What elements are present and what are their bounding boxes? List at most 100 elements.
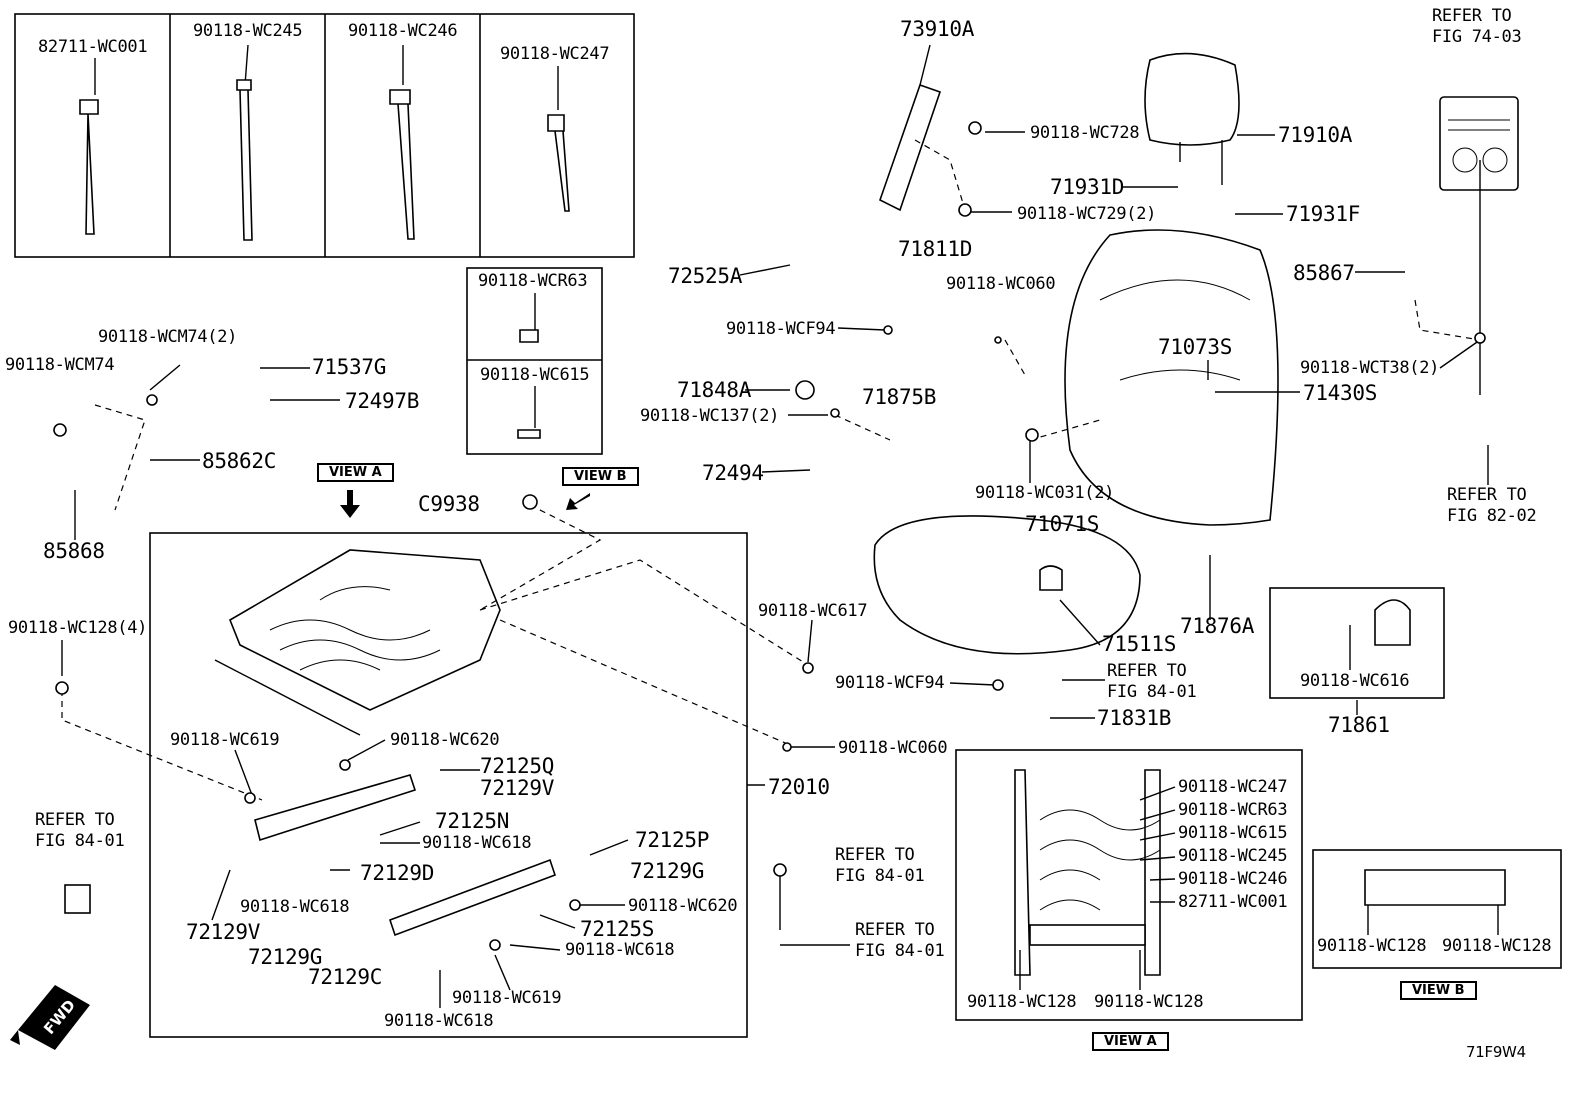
label-90118-wc618-a: 90118-WC618 bbox=[422, 833, 532, 853]
view-a-box bbox=[955, 749, 1303, 1021]
label-71875b: 71875B bbox=[862, 385, 937, 409]
refer-to-fig-84-01-b-line2[interactable]: FIG 84-01 bbox=[35, 831, 125, 851]
label-72125s: 72125S bbox=[580, 917, 655, 941]
label-85862c: 85862C bbox=[202, 449, 277, 473]
clip-inset-small bbox=[466, 267, 603, 455]
label-90118-wcf94-top: 90118-WCF94 bbox=[726, 319, 836, 339]
refer-to-fig-84-01-d-line2[interactable]: FIG 84-01 bbox=[855, 941, 945, 961]
label-90118-wcm74-2: 90118-WCM74(2) bbox=[98, 327, 238, 347]
label-90118-wc137: 90118-WC137(2) bbox=[640, 406, 780, 426]
label-71430s: 71430S bbox=[1303, 381, 1378, 405]
view-b-box bbox=[1312, 849, 1562, 969]
refer-to-fig-84-01-a-line2[interactable]: FIG 84-01 bbox=[1107, 682, 1197, 702]
label-90118-wc618-c: 90118-WC618 bbox=[565, 940, 675, 960]
view-a-arrow bbox=[340, 490, 360, 518]
inset-part-90118-wc615: 90118-WC615 bbox=[480, 365, 590, 385]
view-b-label-90118-wc128-left: 90118-WC128 bbox=[1317, 936, 1427, 956]
label-90118-wcm74: 90118-WCM74 bbox=[5, 355, 115, 375]
warning-label-drawing bbox=[1439, 96, 1519, 191]
label-71931f: 71931F bbox=[1286, 202, 1361, 226]
label-85867: 85867 bbox=[1293, 261, 1355, 285]
view-a-label-90118-wcr63: 90118-WCR63 bbox=[1178, 800, 1288, 820]
refer-to-fig-74-03-line2[interactable]: FIG 74-03 bbox=[1432, 27, 1522, 47]
label-71861: 71861 bbox=[1328, 713, 1390, 737]
label-72129v-a: 72129V bbox=[480, 776, 555, 800]
label-73910a: 73910A bbox=[900, 17, 975, 41]
view-b-label-90118-wc128-right: 90118-WC128 bbox=[1442, 936, 1552, 956]
label-71071s: 71071S bbox=[1025, 512, 1100, 536]
label-72525a: 72525A bbox=[668, 264, 743, 288]
label-90118-wc728: 90118-WC728 bbox=[1030, 123, 1140, 143]
label-72129d: 72129D bbox=[360, 861, 435, 885]
label-72497b: 72497B bbox=[345, 389, 420, 413]
view-b-tag-top: VIEW B bbox=[562, 467, 639, 486]
label-72125p: 72125P bbox=[635, 828, 710, 852]
inset-part-90118-wc246: 90118-WC246 bbox=[348, 21, 458, 41]
label-72494: 72494 bbox=[702, 461, 764, 485]
label-90118-wc031: 90118-WC031(2) bbox=[975, 483, 1115, 503]
label-90118-wc617: 90118-WC617 bbox=[758, 601, 868, 621]
fwd-arrow-shape bbox=[10, 985, 90, 1050]
seat-cushion-drawing bbox=[873, 52, 1279, 655]
label-71537g: 71537G bbox=[312, 355, 387, 379]
label-72129g-b: 72129G bbox=[248, 945, 323, 969]
label-90118-wc620-a: 90118-WC620 bbox=[390, 730, 500, 750]
view-a-label-90118-wc245: 90118-WC245 bbox=[1178, 846, 1288, 866]
view-a-tag-top: VIEW A bbox=[317, 463, 394, 482]
refer-to-fig-84-01-b-line1[interactable]: REFER TO bbox=[35, 810, 115, 830]
label-72129c: 72129C bbox=[308, 965, 383, 989]
label-72125n: 72125N bbox=[435, 809, 510, 833]
guide-lines bbox=[61, 139, 1481, 801]
label-90118-wc618-d: 90118-WC618 bbox=[384, 1011, 494, 1031]
view-a-label-90118-wc615: 90118-WC615 bbox=[1178, 823, 1288, 843]
label-71876a: 71876A bbox=[1180, 614, 1255, 638]
refer-to-fig-84-01-d-line1[interactable]: REFER TO bbox=[855, 920, 935, 940]
label-71073s: 71073S bbox=[1158, 335, 1233, 359]
seat-frame-drawing bbox=[214, 549, 557, 937]
label-71831b: 71831B bbox=[1097, 706, 1172, 730]
clip-inset-box bbox=[14, 13, 635, 258]
refer-to-fig-84-01-a-line1[interactable]: REFER TO bbox=[1107, 661, 1187, 681]
inset-part-90118-wcr63: 90118-WCR63 bbox=[478, 271, 588, 291]
refer-to-fig-82-02-line1[interactable]: REFER TO bbox=[1447, 485, 1527, 505]
refer-to-fig-84-01-c-line2[interactable]: FIG 84-01 bbox=[835, 866, 925, 886]
view-a-tag-bottom: VIEW A bbox=[1092, 1032, 1169, 1051]
view-b-tag-bottom: VIEW B bbox=[1400, 981, 1477, 1000]
label-90118-wc618-b: 90118-WC618 bbox=[240, 897, 350, 917]
label-72125q: 72125Q bbox=[480, 754, 555, 778]
label-90118-wc619-a: 90118-WC619 bbox=[170, 730, 280, 750]
label-72129v-b: 72129V bbox=[186, 920, 261, 944]
label-90118-wc619-b: 90118-WC619 bbox=[452, 988, 562, 1008]
label-90118-wc616: 90118-WC616 bbox=[1300, 671, 1410, 691]
label-90118-wct38: 90118-WCT38(2) bbox=[1300, 358, 1440, 378]
refer-to-fig-74-03-line1[interactable]: REFER TO bbox=[1432, 6, 1512, 26]
view-a-label-90118-wc247: 90118-WC247 bbox=[1178, 777, 1288, 797]
label-72129g: 72129G bbox=[630, 859, 705, 883]
inset-part-82711-wc001: 82711-WC001 bbox=[38, 37, 148, 57]
view-b-arrow bbox=[566, 493, 590, 510]
label-71811d: 71811D bbox=[898, 237, 973, 261]
label-71848a: 71848A bbox=[677, 378, 752, 402]
label-71931d: 71931D bbox=[1050, 175, 1125, 199]
fasteners bbox=[53, 121, 1486, 951]
illustration-code: 71F9W4 bbox=[1466, 1043, 1526, 1061]
label-72010: 72010 bbox=[768, 775, 830, 799]
label-90118-wc729: 90118-WC729(2) bbox=[1017, 204, 1157, 224]
label-90118-wc128-4: 90118-WC128(4) bbox=[8, 618, 148, 638]
inset-part-90118-wc245: 90118-WC245 bbox=[193, 21, 303, 41]
part-71861-box bbox=[1269, 587, 1445, 699]
refer-to-fig-82-02-line2[interactable]: FIG 82-02 bbox=[1447, 506, 1537, 526]
label-c9938: C9938 bbox=[418, 492, 480, 516]
label-90118-wc060-top: 90118-WC060 bbox=[946, 274, 1056, 294]
label-71511s: 71511S bbox=[1102, 632, 1177, 656]
view-a-label-90118-wc128-right: 90118-WC128 bbox=[1094, 992, 1204, 1012]
label-71910a: 71910A bbox=[1278, 123, 1353, 147]
inset-part-90118-wc247: 90118-WC247 bbox=[500, 44, 610, 64]
refer-to-fig-84-01-c-line1[interactable]: REFER TO bbox=[835, 845, 915, 865]
view-a-label-90118-wc246: 90118-WC246 bbox=[1178, 869, 1288, 889]
label-90118-wc620-b: 90118-WC620 bbox=[628, 896, 738, 916]
leader-lines bbox=[61, 44, 1499, 1008]
label-90118-wc060-mid: 90118-WC060 bbox=[838, 738, 948, 758]
view-a-label-90118-wc128-left: 90118-WC128 bbox=[967, 992, 1077, 1012]
